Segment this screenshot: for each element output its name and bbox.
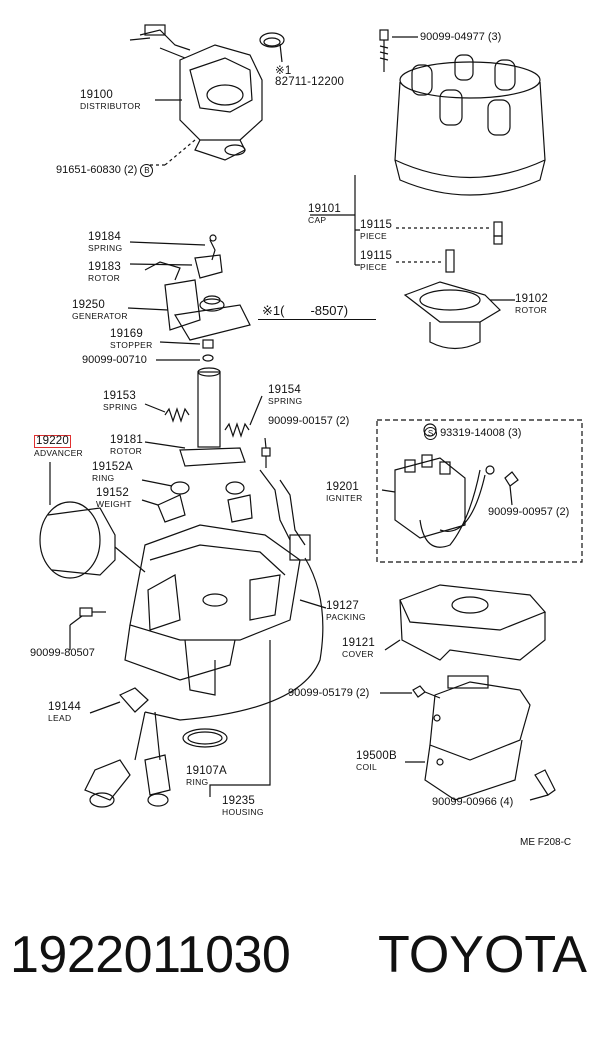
part-label-93319: S 93319-14008 (3) — [424, 427, 521, 440]
part-label-19101: 19101 CAP — [308, 203, 341, 225]
part-label-19102: 19102 ROTOR — [515, 293, 548, 315]
part-label-91651: 91651-60830 (2) B — [56, 164, 154, 177]
part-label-19154: 19154 SPRING — [268, 384, 303, 406]
caption-bar: 1922011030 TOYOTA — [0, 920, 600, 1000]
part-label-04977: 90099-04977 (3) — [420, 31, 502, 43]
part-label-19500b: 19500B COIL — [356, 750, 397, 772]
part-label-19152: 19152 WEIGHT — [96, 487, 132, 509]
part-label-80507: 90099-80507 — [30, 647, 95, 659]
highlighted-part-number: 19220 — [34, 435, 71, 448]
part-label-19127: 19127 PACKING — [326, 600, 366, 622]
distributor-drawing — [129, 24, 263, 161]
part-label-19107a: 19107A RING — [186, 765, 227, 787]
note-underline — [258, 319, 376, 320]
part-label-19153: 19153 SPRING — [103, 390, 138, 412]
s-mark: S — [424, 427, 437, 440]
part-label-00966: 90099-00966 (4) — [432, 796, 514, 808]
part-label-19250: 19250 GENERATOR — [72, 299, 128, 321]
part-label-19220: 19220 ADVANCER — [34, 435, 84, 458]
part-label-19235: 19235 HOUSING — [222, 795, 264, 817]
advancer-drawing — [39, 462, 146, 579]
cap-drawing — [394, 54, 546, 196]
part-label-19201: 19201 IGNITER — [326, 481, 363, 503]
part-label-82711: ※1 82711-12200 — [275, 65, 345, 88]
screw-04977-drawing — [379, 29, 418, 72]
part-label-19121: 19121 COVER — [342, 637, 375, 659]
part-label-00710: 90099-00710 — [82, 354, 147, 366]
shaft-drawing — [144, 367, 246, 467]
part-label-00957: 90099-00957 (2) — [488, 506, 570, 518]
b-mark: B — [140, 164, 154, 177]
part-label-19115-b: 19115 PIECE — [360, 250, 393, 272]
part-label-05179: 90099-05179 (2) — [288, 687, 370, 699]
part-label-19183: 19183 ROTOR — [88, 261, 121, 283]
part-label-19144: 19144 LEAD — [48, 701, 81, 723]
part-label-19184: 19184 SPRING — [88, 231, 123, 253]
rotor-cap-drawing — [403, 281, 515, 350]
part-label-00157: 90099-00157 (2) — [268, 415, 350, 427]
note-label: ※1( -8507) — [262, 303, 349, 318]
part-label-19181: 19181 ROTOR — [110, 434, 143, 456]
coil-drawing — [405, 675, 531, 801]
part-number-caption: 1922011030 — [10, 926, 291, 984]
part-label-19100: 19100 DISTRIBUTOR — [80, 89, 141, 111]
igniter-drawing — [381, 423, 519, 548]
brand-caption: TOYOTA — [378, 926, 587, 984]
housing-drawing — [124, 469, 324, 721]
figure-code: ME F208-C — [520, 837, 572, 848]
cover-drawing — [384, 584, 547, 661]
distributor-exploded-diagram — [39, 24, 583, 808]
part-label-19169: 19169 STOPPER — [110, 328, 153, 350]
part-label-19152a: 19152A RING — [92, 461, 133, 483]
clamp-drawing — [259, 32, 285, 63]
lead-drawing — [84, 687, 171, 808]
generator-drawing — [127, 234, 251, 341]
piece-drawing — [396, 221, 503, 273]
part-label-19115-a: 19115 PIECE — [360, 219, 393, 241]
